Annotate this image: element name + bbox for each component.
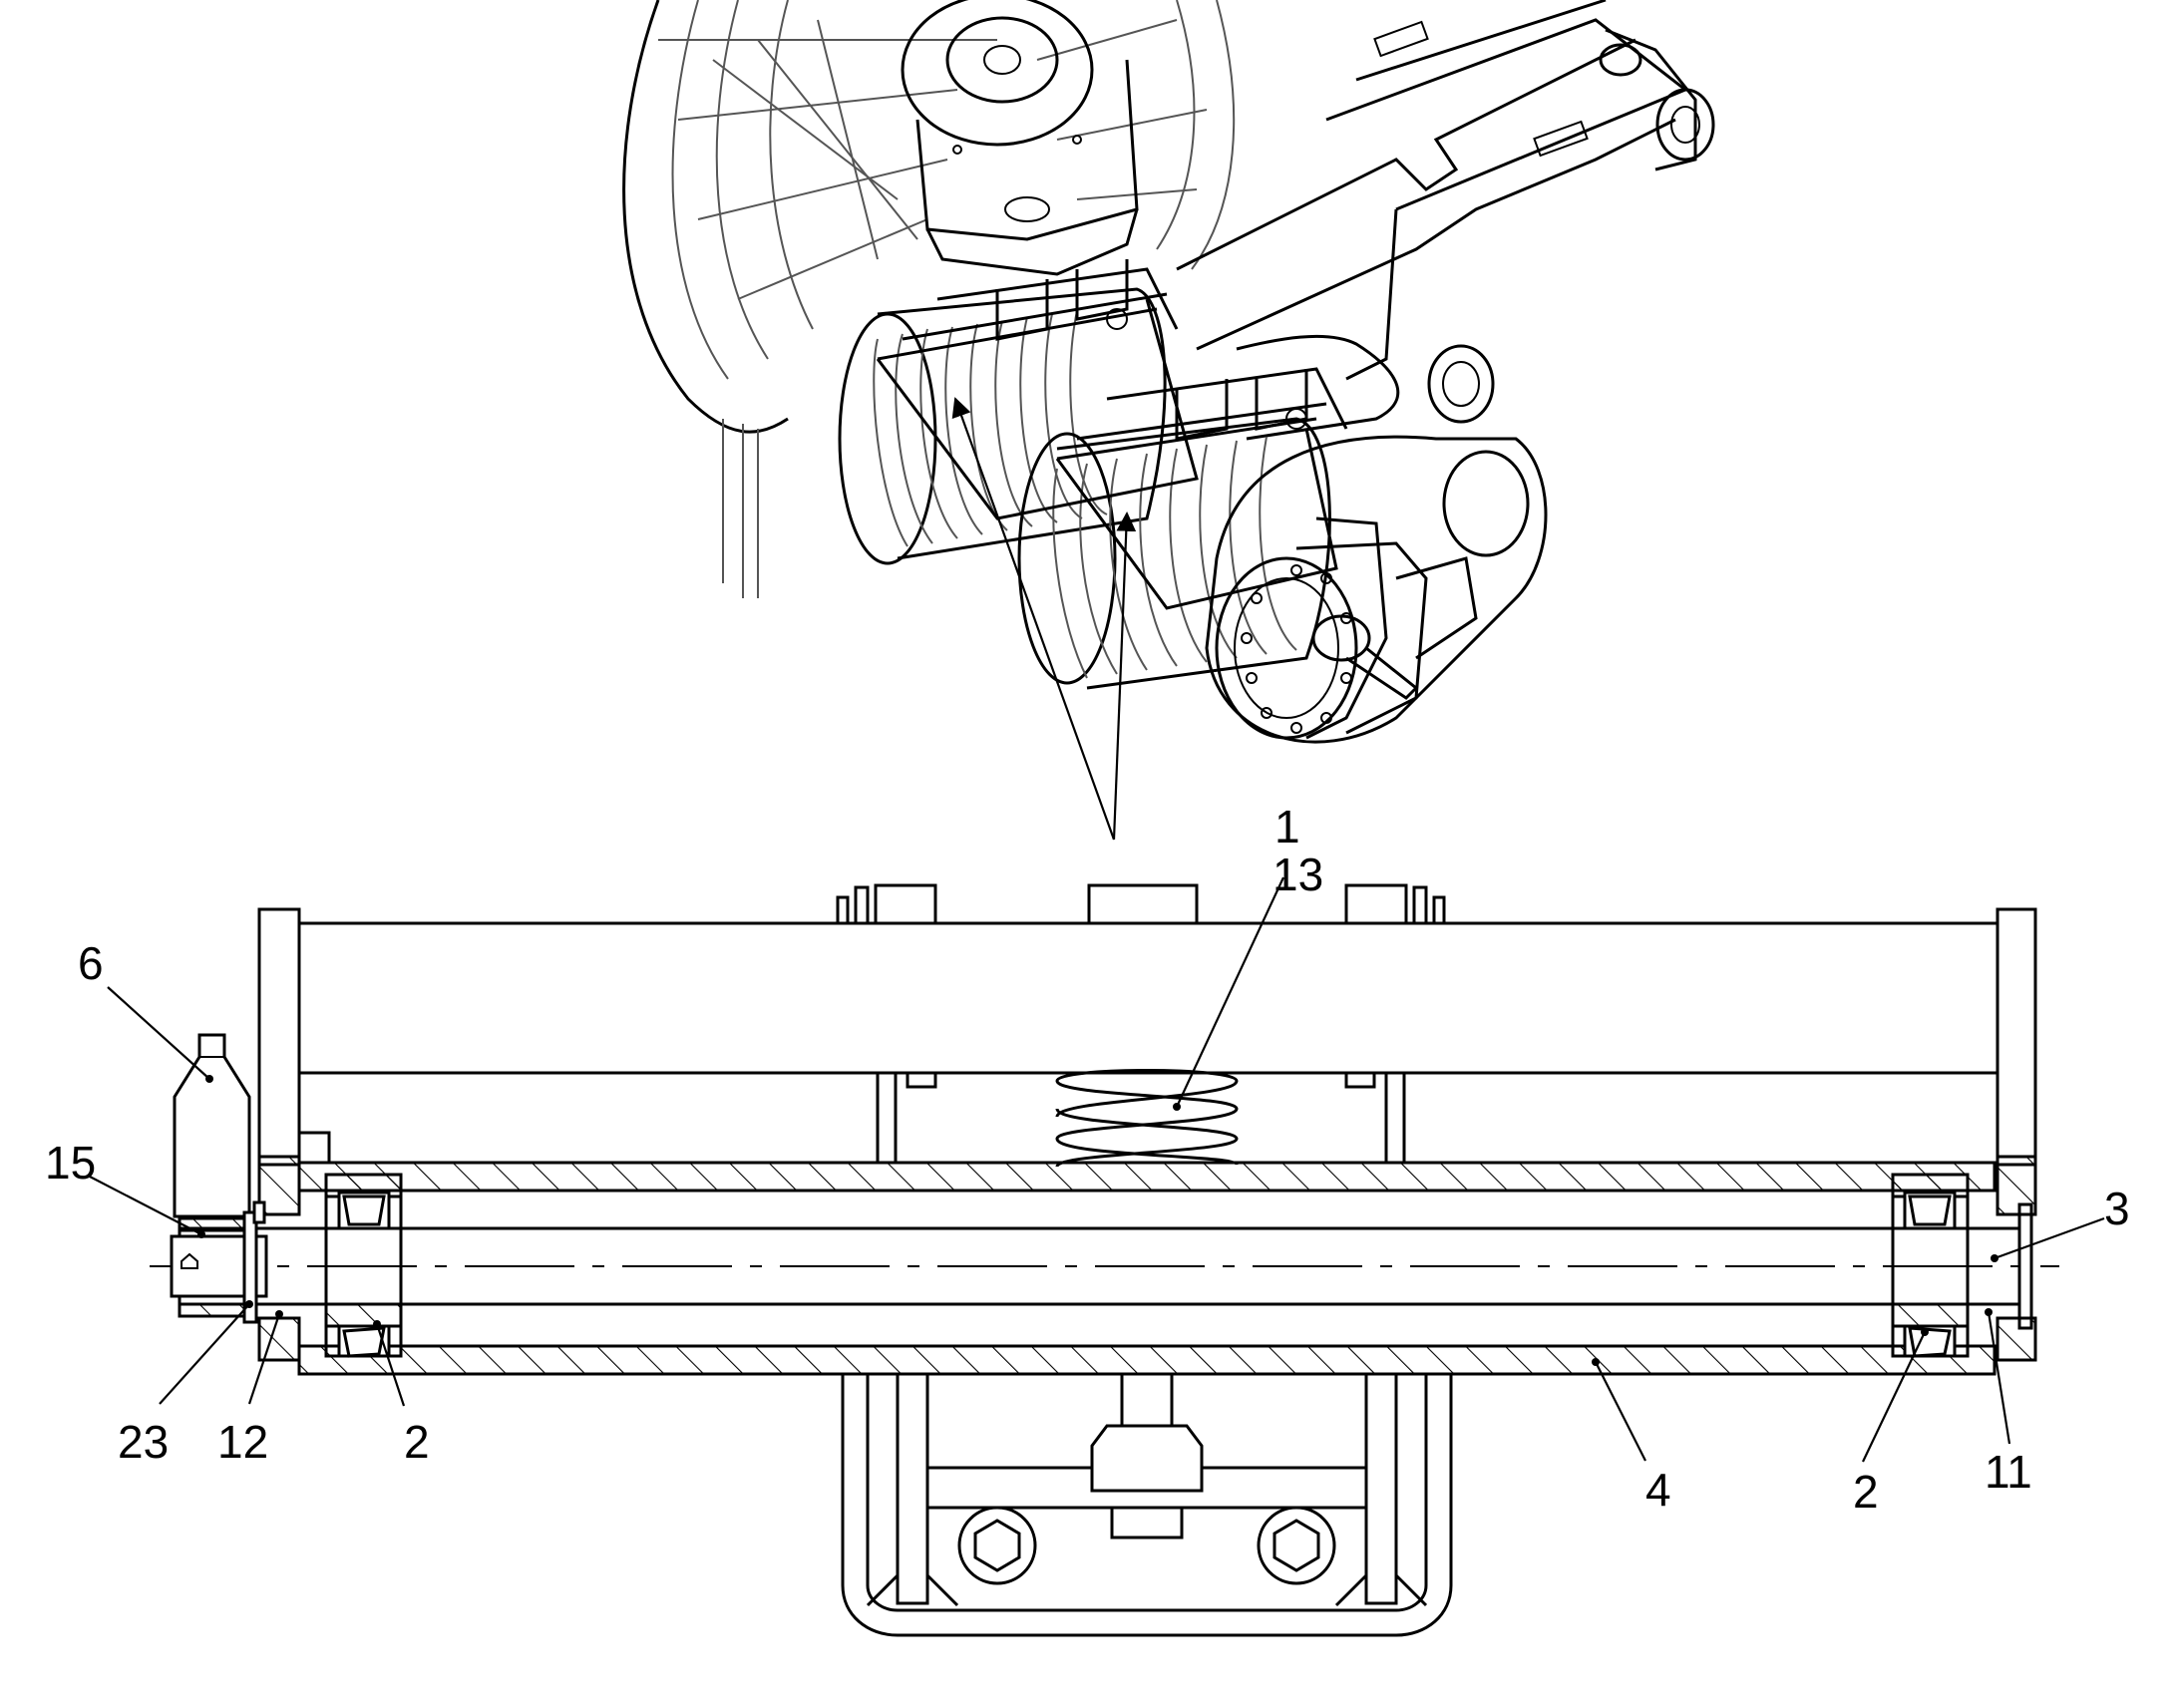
winch-drum-left <box>838 287 1167 565</box>
callout-2-right: 2 <box>1853 1466 1879 1518</box>
cross-section-view <box>89 876 2105 1637</box>
right-housing-upper <box>1996 1155 2037 1216</box>
drum-guide-frames <box>876 259 1348 610</box>
left-end-fittings <box>170 1200 268 1324</box>
left-end-post <box>257 907 301 1167</box>
drum-pointer-left <box>951 397 1116 841</box>
right-end-post <box>1996 907 2037 1167</box>
right-housing-lower <box>1996 1316 2037 1362</box>
winch-drum-right <box>1017 417 1331 690</box>
callout-23: 23 <box>118 1416 169 1468</box>
drum-pointer-right <box>1112 512 1137 841</box>
callout-labels: 1 13 6 15 3 23 12 2 4 2 11 <box>45 801 2130 1518</box>
wheel-bracket <box>901 0 1139 276</box>
callout-15: 15 <box>45 1137 96 1189</box>
left-bolt <box>297 1131 331 1165</box>
tube-bottom-wall <box>297 1344 1997 1376</box>
hangers <box>876 1071 1406 1165</box>
lever-arm <box>173 1033 251 1218</box>
callout-4: 4 <box>1645 1464 1671 1516</box>
upper-beam <box>297 921 1999 1075</box>
isometric-view <box>622 0 1715 841</box>
large-wheel <box>622 0 1236 598</box>
left-housing-upper <box>257 1155 301 1216</box>
callout-2-left: 2 <box>404 1416 430 1468</box>
coil-spring <box>1055 1069 1239 1169</box>
callout-6: 6 <box>78 937 104 989</box>
top-lugs <box>836 883 1446 927</box>
callout-1: 1 <box>1274 801 1300 853</box>
shaft <box>150 1202 2059 1330</box>
callout-12: 12 <box>217 1416 268 1468</box>
callout-11: 11 <box>1985 1446 2032 1498</box>
right-bearing <box>1891 1173 1970 1358</box>
callout-3: 3 <box>2104 1183 2130 1234</box>
lower-carriage <box>841 1372 1453 1637</box>
callout-13: 13 <box>1272 849 1323 900</box>
end-housing <box>1205 435 1548 744</box>
left-bearing <box>324 1173 403 1358</box>
tube-top-wall <box>297 1161 1997 1193</box>
boom-arm <box>1176 0 1715 441</box>
